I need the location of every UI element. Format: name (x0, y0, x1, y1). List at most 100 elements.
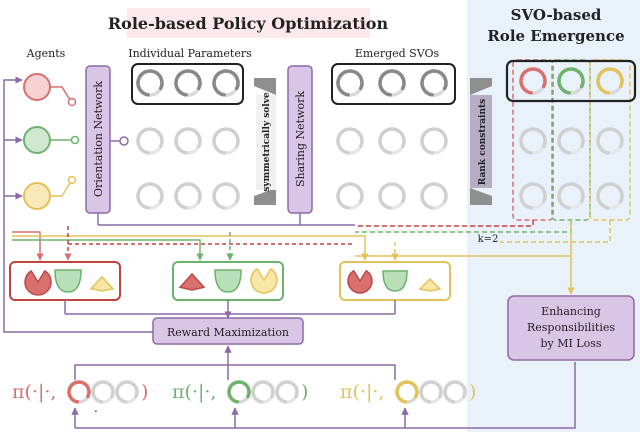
param-ring-r3-c2-arc (174, 182, 202, 210)
policy-red-ring-3-arc (115, 380, 139, 404)
orientation-output-dot (119, 136, 129, 146)
policy-green-ring-1-arc (227, 380, 251, 404)
agent-yellow (23, 182, 51, 210)
role-ring-c3-r3-arc (596, 182, 624, 210)
symmetric-solve-bottom-arrow (254, 188, 276, 205)
role-ring-c3-r2-arc (596, 127, 624, 155)
svo-ring-r3-c1-arc (336, 182, 364, 210)
agent-red (23, 73, 51, 101)
policy-red-ring-2-arc (91, 380, 115, 404)
sharing-network-label: Sharing Network (294, 91, 307, 187)
role-ring-c2-r3-arc (557, 182, 585, 210)
mi-loss-line1: Enhancing (541, 305, 601, 318)
yellow-connector (12, 235, 369, 261)
green-connector (12, 239, 204, 261)
svo-ring-r1-c2-arc (378, 69, 406, 97)
svo-ring-r2-c2-arc (378, 127, 406, 155)
right-svos-box (505, 59, 637, 103)
policy-red-dot: . (94, 401, 98, 415)
action-yellow-pacman (347, 269, 373, 294)
rank-constraints-top-arrow (470, 78, 492, 95)
label-agents: Agents (26, 47, 66, 60)
param-ring-r1-c2-arc (174, 69, 202, 97)
rank-constraints-bottom-arrow (470, 188, 492, 205)
symmetric-solve-top-arrow (254, 78, 276, 95)
dash-red-flow (355, 220, 534, 227)
param-ring-r2-c1-arc (136, 127, 164, 155)
policy-yellow-close: ) (469, 381, 476, 403)
policy-red-prefix: π(·|·, (12, 381, 56, 403)
policy-green-close: ) (301, 381, 308, 403)
action-red-pacman (24, 269, 52, 296)
parameter-rings (136, 67, 624, 210)
param-ring-r3-c3-arc (212, 182, 240, 210)
role-ring-c1-r1-arc (519, 67, 547, 95)
policy-yellow-ring-2-arc (419, 380, 443, 404)
role-ring-c2-r1-arc (557, 67, 585, 95)
svo-ring-r1-c1-arc (336, 69, 364, 97)
svo-ring-r3-c2-arc (378, 182, 406, 210)
policy-red-close: ) (141, 381, 148, 403)
param-ring-r3-c1-arc (136, 182, 164, 210)
role-ring-c1-r2-arc (519, 127, 547, 155)
red-connector (12, 231, 44, 261)
emerged-svos-box (331, 63, 456, 105)
policy-bus (74, 364, 396, 380)
param-ring-r2-c3-arc (212, 127, 240, 155)
param-ring-r1-c1-arc (136, 69, 164, 97)
action-green-bowl (214, 269, 242, 293)
mi-loss-line3: by MI Loss (540, 337, 601, 350)
individual-parameters-box (131, 63, 244, 105)
title-svo-based: SVO-based (511, 6, 602, 24)
label-emerged-svos: Emerged SVOs (355, 47, 440, 60)
svo-ring-r2-c1-arc (336, 127, 364, 155)
policy-yellow-ring-1-arc (395, 380, 419, 404)
policy-green-ring-3-arc (275, 380, 299, 404)
policy-green-ring-2-arc (251, 380, 275, 404)
policy-yellow-ring-3-arc (443, 380, 467, 404)
role-ring-c1-r3-arc (519, 182, 547, 210)
action-green-pacman (250, 267, 278, 294)
reward-maximization-box (152, 317, 304, 345)
title-role-emergence: Role Emergence (487, 27, 624, 45)
label-individual-parameters: Individual Parameters (128, 47, 252, 60)
left-title-background (127, 8, 370, 38)
agent-green (23, 126, 51, 154)
action-yellow-bowl (382, 270, 408, 292)
title-role-based-policy-optimization: Role-based Policy Optimization (108, 14, 389, 33)
agent-yellow-link (50, 182, 71, 197)
param-ring-r2-c2-arc (174, 127, 202, 155)
action-green-diamond (178, 272, 206, 291)
agent-red-link-end (67, 97, 77, 107)
symmetric-solve-bar (256, 95, 276, 190)
action-shapes (24, 267, 442, 296)
role-ring-c3-r1-arc (596, 67, 624, 95)
policy-bottom-bus (75, 362, 576, 429)
svo-ring-r1-c3-arc (420, 69, 448, 97)
mi-loss-line2: Responsibilities (527, 321, 615, 334)
right-panel-background (467, 0, 640, 432)
mi-loss-box (507, 295, 635, 361)
feedback-loop (3, 76, 153, 333)
svo-ring-r3-c3-arc (420, 182, 448, 210)
role-ring-c2-r2-arc (557, 127, 585, 155)
action-red-bowl (54, 269, 82, 293)
svo-ring-r2-c3-arc (420, 127, 448, 155)
symmetrically-solve-label: symmetrically solve (262, 92, 272, 192)
policies: π(·|·,). π(·|·,) π(·|·,) (12, 380, 476, 415)
policy-red-ring-1-arc (67, 380, 91, 404)
policy-yellow-prefix: π(·|·, (340, 381, 384, 403)
action-yellow-diamond (418, 277, 442, 292)
agent-yellow-link-end (67, 175, 77, 185)
rank-constraints-label: Rank constraints (478, 99, 488, 185)
rank-constraints-bar (470, 95, 492, 188)
policy-green-prefix: π(·|·, (172, 381, 216, 403)
orientation-network-label: Orientation Network (92, 81, 105, 197)
param-ring-r1-c3-arc (212, 69, 240, 97)
agent-red-link (50, 86, 71, 101)
k-value-label: k=2 (478, 234, 499, 245)
agent-green-link-end (70, 135, 80, 145)
reward-maximization-label: Reward Maximization (167, 326, 289, 339)
action-red-diamond (89, 275, 115, 292)
